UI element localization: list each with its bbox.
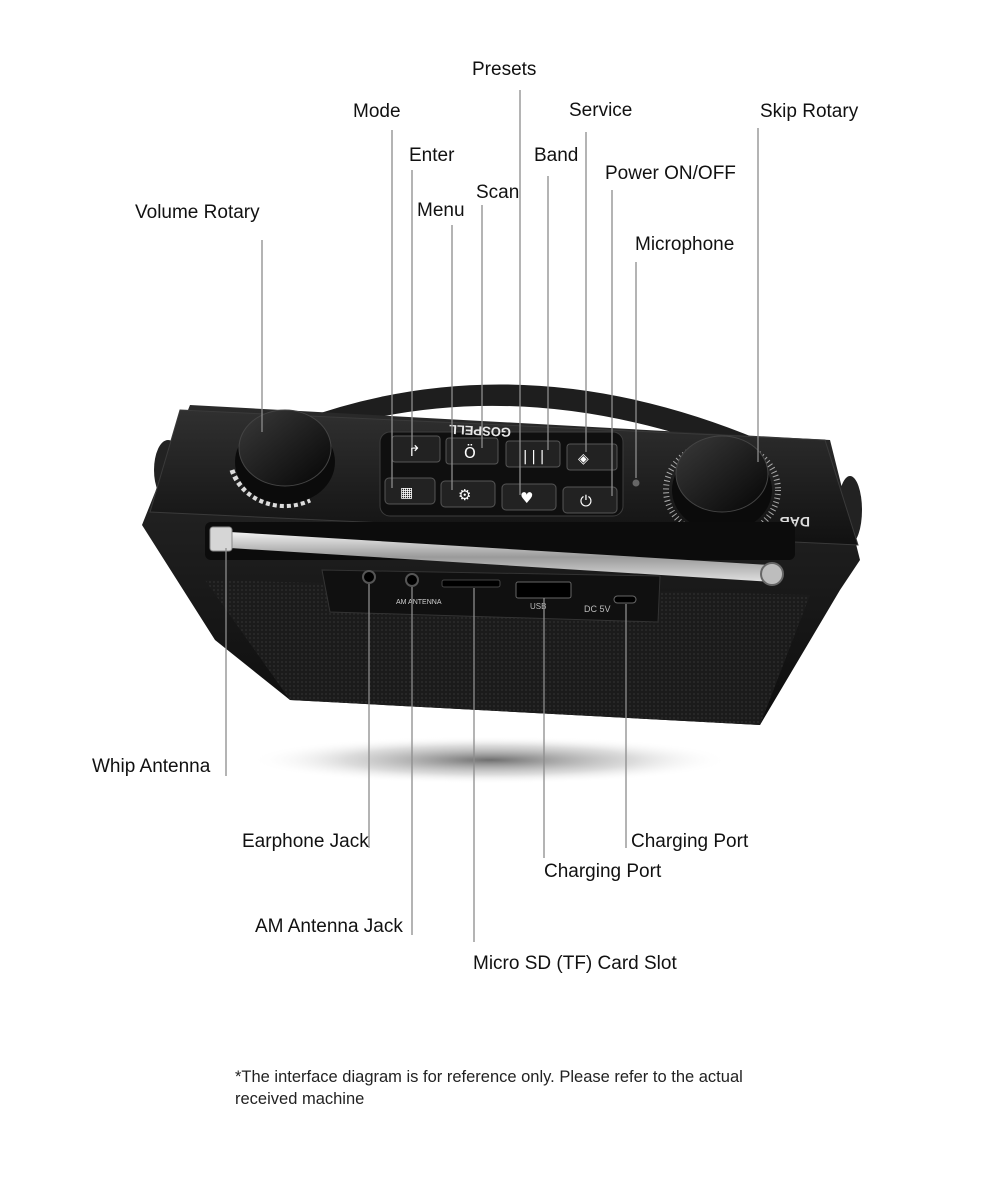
gear-icon: ⚙	[458, 486, 471, 504]
sd-slot	[441, 579, 501, 588]
scan-icon: Ö	[464, 443, 476, 462]
brand-print: GOSPELL	[448, 422, 511, 440]
label-skip-rotary: Skip Rotary	[760, 101, 859, 122]
usb-port	[515, 581, 572, 599]
mode-button[interactable]	[384, 477, 436, 505]
antenna-tip	[760, 562, 784, 586]
label-menu: Menu	[417, 200, 465, 221]
service-icon: ◈	[578, 451, 589, 467]
leader-lines	[225, 90, 759, 942]
skip-knob-ticks	[663, 439, 781, 541]
power-button[interactable]	[562, 486, 618, 514]
antenna-base	[209, 526, 233, 552]
label-band: Band	[534, 145, 579, 166]
earphone-jack-hole	[362, 570, 376, 584]
label-earphone-jack: Earphone Jack	[242, 831, 369, 852]
microphone-hole	[632, 479, 640, 487]
enter-icon: ↱	[408, 442, 421, 460]
carry-strap	[300, 384, 760, 455]
mode-icon: ▦	[400, 485, 413, 501]
volume-knob[interactable]	[238, 409, 332, 487]
dc-print: DC 5V	[584, 604, 611, 614]
footnote: *The interface diagram is for reference …	[235, 1068, 743, 1108]
usb-print: USB	[530, 602, 546, 611]
usbc-port	[613, 595, 637, 604]
label-presets: Presets	[472, 59, 537, 80]
label-whip-antenna: Whip Antenna	[92, 756, 211, 777]
skip-knob[interactable]	[675, 435, 769, 513]
am-antenna-print: AM ANTENNA	[396, 599, 442, 606]
label-charging-port-usb: Charging Port	[544, 861, 662, 882]
label-micro-sd-slot: Micro SD (TF) Card Slot	[473, 953, 677, 974]
power-icon: ⏻	[580, 492, 592, 510]
whip-antenna-rod	[230, 532, 772, 582]
am-antenna-jack-hole	[405, 573, 419, 587]
button-bank: ↱ Ö ||| ◈ GOSPELL ▦ ⚙ ♥ ⏻	[379, 422, 624, 517]
label-service: Service	[569, 100, 633, 121]
label-scan: Scan	[476, 182, 520, 203]
scan-button[interactable]	[445, 437, 499, 465]
presets-button[interactable]	[501, 483, 557, 511]
service-button[interactable]	[566, 443, 618, 471]
label-charging-port-usbc: Charging Port	[631, 831, 749, 852]
label-power: Power ON/OFF	[605, 163, 736, 184]
heart-icon: ♥	[520, 489, 533, 507]
volume-scale-arc	[229, 469, 312, 509]
label-microphone: Microphone	[635, 234, 735, 255]
label-mode: Mode	[353, 101, 401, 122]
label-am-antenna-jack: AM Antenna Jack	[255, 916, 403, 937]
band-icon: |||	[521, 449, 546, 465]
label-enter: Enter	[409, 145, 455, 166]
menu-button[interactable]	[440, 480, 496, 508]
floor-shadow	[250, 736, 730, 784]
label-volume-rotary: Volume Rotary	[135, 202, 260, 223]
